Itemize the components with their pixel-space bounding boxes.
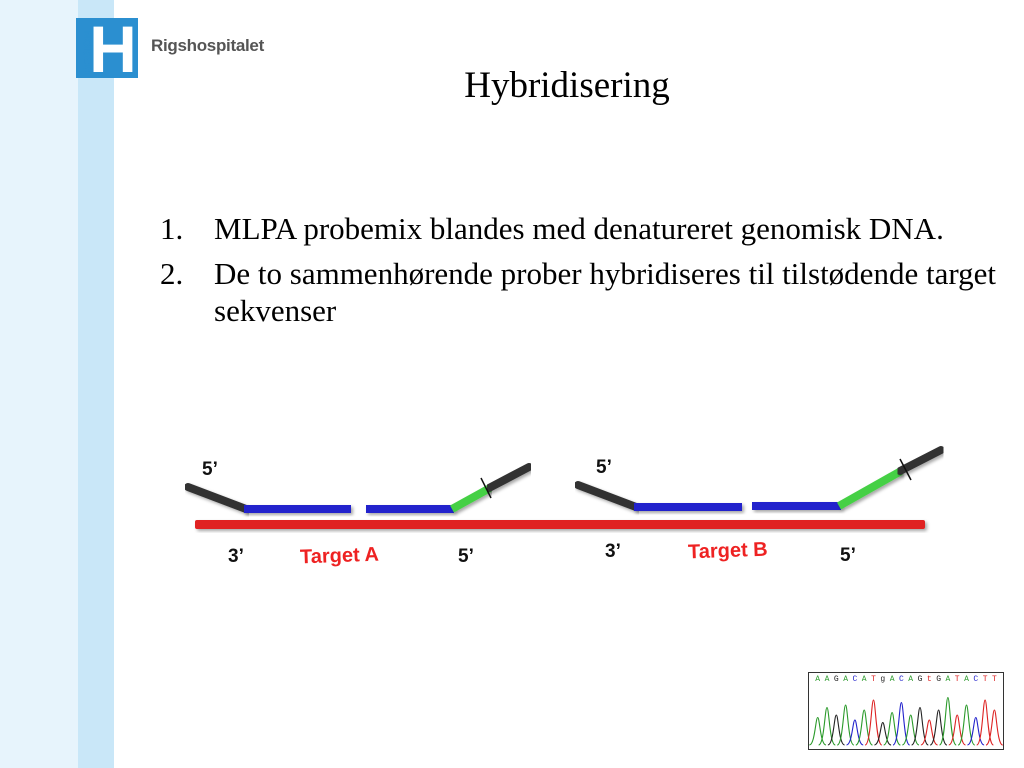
label-5prime-probe-b: 5’ [596,457,612,478]
binding-seq-b-right [752,502,841,510]
ligation-tick-a [480,477,492,499]
base-letter: t [927,675,932,684]
label-5prime-a: 5’ [458,546,474,567]
base-letter: A [825,675,830,684]
base-letter: C [852,675,857,684]
binding-seq-a-left [244,505,351,513]
base-letter: T [871,675,876,684]
base-letter: G [918,675,923,684]
primer-tail-a-right [485,463,533,492]
step-text: MLPA probemix blandes med denatureret ge… [214,211,944,246]
list-item: 2. De to sammenhørende prober hybridiser… [160,255,1024,329]
step-number: 1. [160,211,184,246]
base-letter: G [936,675,941,684]
step-number: 2. [160,256,184,291]
probe-pair-b [574,446,945,511]
primer-tail-a-left [184,483,250,513]
probe-pair-a [184,463,533,513]
steps-list: 1. MLPA probemix blandes med denatureret… [160,210,1024,337]
label-3prime-a: 3’ [228,546,244,567]
label-5prime-b: 5’ [840,545,856,566]
base-letter: A [890,675,895,684]
base-letter: T [992,675,997,684]
trace-peak [836,704,855,746]
trace-peak [864,699,883,746]
primer-tail-b-right [896,446,945,475]
binding-seq-b-left [634,503,742,511]
primer-tail-b-left [574,481,640,511]
base-letter: T [955,675,960,684]
step-text: De to sammenhørende prober hybridiseres … [214,256,996,328]
chromatogram-peaks [809,696,1004,746]
base-letter: g [880,675,885,684]
trace-peak [938,696,957,746]
base-letter: A [815,675,820,684]
logo-region-text: REGION [82,31,94,74]
stuffer-seq-b [837,467,903,510]
base-letter: T [983,675,988,684]
left-stripe-inner [78,0,114,768]
base-letter: A [945,675,950,684]
slide-title: Hybridisering [464,65,670,106]
base-letter: C [899,675,904,684]
target-strand [195,520,925,529]
trace-peak [911,706,929,746]
stuffer-seq-a [450,484,492,513]
brand-name: Rigshospitalet [151,36,264,55]
label-target-b: Target B [688,539,768,564]
trace-peak [985,709,1004,746]
label-3prime-b: 3’ [605,541,621,562]
trace-peak [957,704,976,746]
base-letter: A [964,675,969,684]
region-h-logo: H REGION [76,18,138,78]
base-letter: C [973,675,978,684]
base-letter: A [862,675,867,684]
logo-letter: H [89,18,137,78]
label-5prime-probe-a: 5’ [202,459,218,480]
base-letter: G [834,675,839,684]
base-letter: A [908,675,913,684]
label-target-a: Target A [300,544,380,569]
binding-seq-a-right [366,505,454,513]
ligation-tick-b [899,458,912,481]
trace-peak [892,701,911,746]
list-item: 1. MLPA probemix blandes med denatureret… [160,210,1024,247]
base-letter: A [843,675,848,684]
left-stripe-outer [0,0,78,768]
mlpa-hybridization-diagram: 5’ 3’ Target A 5’ 5’ 3’ Target B 5’ [184,446,945,569]
